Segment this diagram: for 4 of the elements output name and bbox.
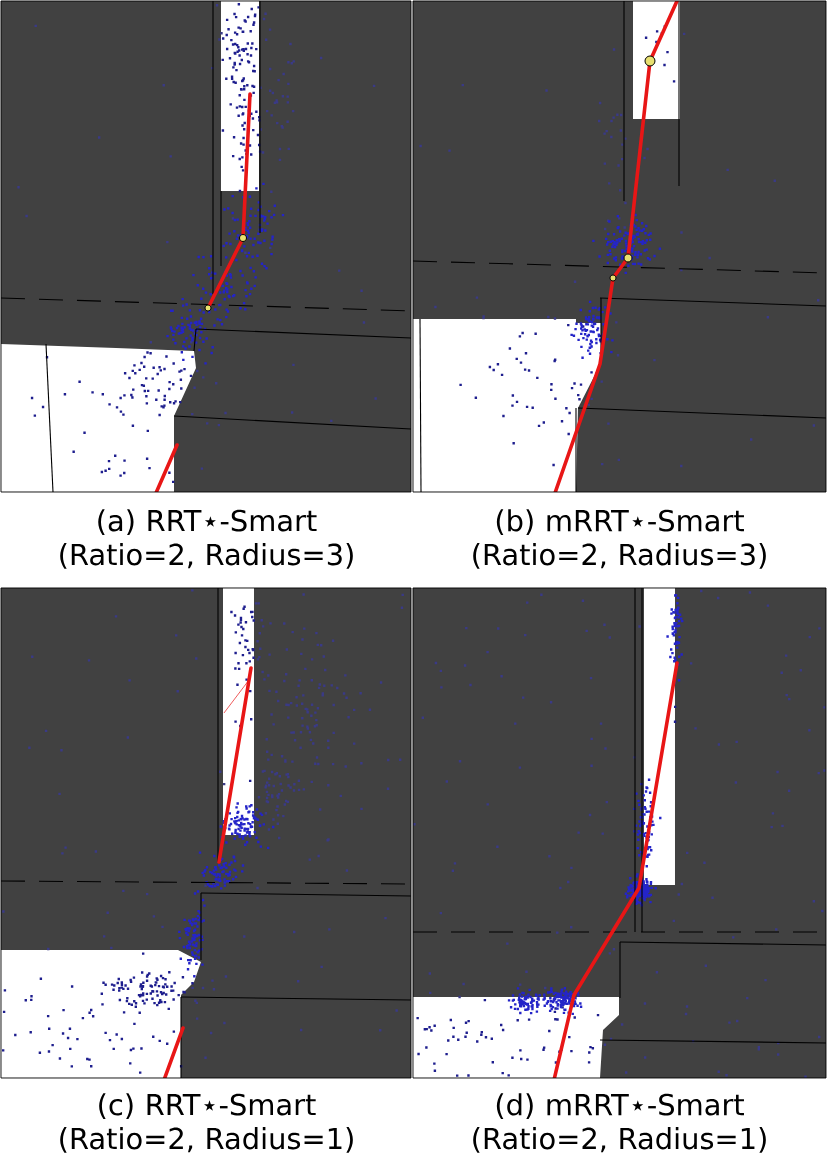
- caption: (c) RRT⋆-Smart (Ratio=2, Radius=1): [60, 1093, 353, 1153]
- caption: (a) RRT⋆-Smart (Ratio=2, Radius=3): [60, 509, 353, 569]
- caption: (b) mRRT⋆-Smart (Ratio=2, Radius=3): [473, 509, 766, 569]
- caption: (d) mRRT⋆-Smart (Ratio=2, Radius=1): [473, 1093, 766, 1153]
